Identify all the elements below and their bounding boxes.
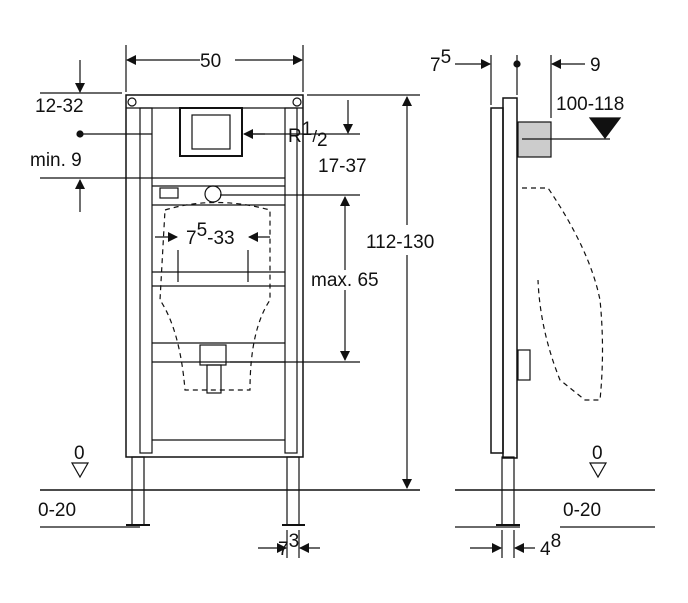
width-label: 50 bbox=[200, 51, 221, 72]
side-height-label: 100-118 bbox=[556, 94, 624, 115]
top-offset-label: 12-32 bbox=[35, 96, 84, 117]
max-label: max. 65 bbox=[311, 270, 379, 291]
side-depth-label: 9 bbox=[590, 55, 601, 76]
floor-label: 0 bbox=[74, 443, 85, 464]
floor-range-label: 0-20 bbox=[38, 500, 76, 521]
side-frame bbox=[490, 97, 604, 526]
drop-label: 17-37 bbox=[318, 156, 367, 177]
side-floor-label: 0 bbox=[592, 443, 603, 464]
front-frame bbox=[125, 94, 305, 526]
side-floor-range-label: 0-20 bbox=[563, 500, 601, 521]
foot-label: 73 bbox=[278, 531, 299, 560]
height-label: 112-130 bbox=[366, 232, 434, 253]
spacing-label: 75-33 bbox=[186, 220, 235, 249]
side-front-offset-label: 75 bbox=[430, 47, 451, 76]
connection-label: R1/2 bbox=[288, 119, 328, 151]
side-foot-label: 48 bbox=[540, 531, 561, 560]
min-label: min. 9 bbox=[30, 150, 82, 171]
